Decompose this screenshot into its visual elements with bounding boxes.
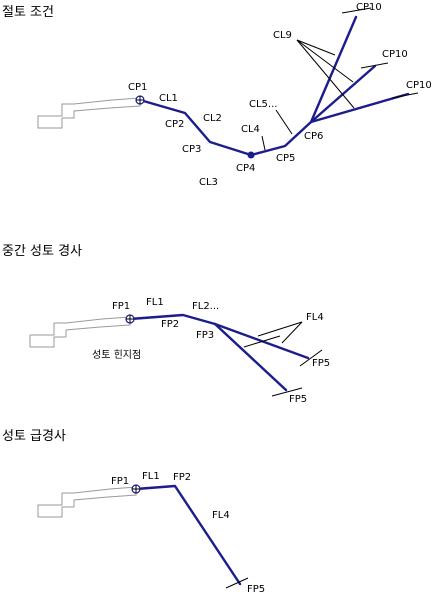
label-cp10-right: CP10	[406, 80, 432, 91]
label-cp3: CP3	[182, 144, 201, 155]
road-assembly-outline	[37, 97, 141, 129]
cut-slope-line-right	[309, 92, 410, 124]
fp5-tick-lower	[271, 387, 303, 397]
label-cl5: CL5...	[249, 99, 277, 110]
label-cp10-mid: CP10	[382, 49, 408, 60]
fp5-tick-upper	[299, 349, 323, 367]
fl4-leader-3	[243, 335, 281, 348]
fill-profile-line	[128, 313, 217, 326]
fill-slope-line-upper	[213, 322, 310, 360]
cl9-leader-3	[296, 39, 355, 109]
label-fp3: FP3	[196, 330, 214, 341]
label-fill-hinge: 성토 힌지점	[92, 349, 141, 361]
fl4-leader-2	[281, 321, 303, 344]
cl5-leader	[275, 109, 293, 135]
cl4-leader	[261, 135, 266, 151]
cp4-marker	[247, 151, 255, 159]
cl9-leader-1	[296, 39, 336, 56]
section-title-fill-intermediate: 중간 성토 경사	[2, 244, 82, 259]
label-fp5-steep: FP5	[247, 584, 265, 595]
road-assembly-outline-2	[29, 316, 131, 348]
label-fp2-steep: FP2	[173, 472, 191, 483]
label-fp5-lower: FP5	[289, 394, 307, 405]
cut-profile-line	[138, 98, 313, 157]
cut-slope-line-top	[309, 15, 358, 124]
label-fl1: FL1	[146, 297, 164, 308]
label-fp5-upper: FP5	[312, 358, 330, 369]
fl4-leader-1	[257, 321, 303, 337]
label-cl3: CL3	[199, 177, 218, 188]
label-fp1-steep: FP1	[111, 476, 129, 487]
label-cp4: CP4	[236, 163, 255, 174]
label-fl1-steep: FL1	[142, 471, 160, 482]
fill-intermediate-panel: 중간 성토 경사 FP1 FL1 FP2 FL2... FP3 FL4 FP5 …	[2, 244, 330, 405]
label-cp1: CP1	[128, 82, 147, 93]
steep-fill-profile-line	[134, 484, 242, 586]
cp10-tick-right	[391, 92, 419, 99]
fill-steep-panel: 성토 급경사 FP1 FL1 FP2 FL4 FP5	[2, 429, 265, 595]
label-fp1: FP1	[112, 301, 130, 312]
label-cp2: CP2	[165, 119, 184, 130]
label-cp6: CP6	[304, 131, 323, 142]
cp10-tick-top	[341, 7, 372, 14]
label-fp2: FP2	[161, 319, 179, 330]
label-cp10-top: CP10	[356, 2, 382, 13]
label-cl2: CL2	[203, 113, 222, 124]
label-fl4-steep: FL4	[212, 510, 230, 521]
label-cl9: CL9	[273, 30, 292, 41]
label-cl4: CL4	[241, 124, 260, 135]
cut-slope-line-mid	[309, 64, 377, 124]
section-title-cut: 절토 조건	[2, 5, 54, 20]
cl9-leader-2	[296, 39, 354, 83]
fp5-tick-steep	[225, 577, 249, 589]
label-fl4: FL4	[306, 312, 324, 323]
label-fl2: FL2...	[192, 301, 219, 312]
section-title-fill-steep: 성토 급경사	[2, 429, 66, 444]
label-cp5: CP5	[276, 153, 295, 164]
road-assembly-outline-3	[37, 486, 137, 518]
cut-condition-panel: 절토 조건 CP1 CL1 CP2 CL2 CP3 CL3 CP4 CL	[2, 2, 432, 188]
cp10-tick-mid	[360, 62, 389, 69]
label-cl1: CL1	[159, 93, 178, 104]
fill-slope-line-lower	[213, 322, 288, 392]
